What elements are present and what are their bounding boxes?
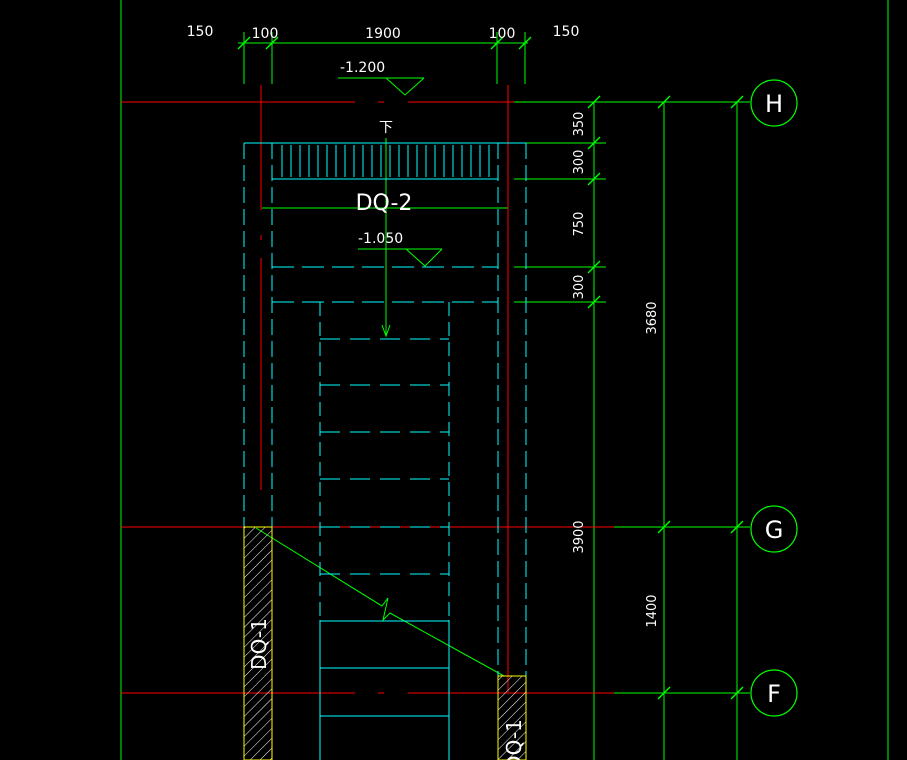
dim-100-left: 100 bbox=[252, 26, 279, 42]
hatched-wall-left bbox=[243, 526, 273, 760]
elevation-top-label: -1.200 bbox=[340, 60, 385, 76]
dim-300-top: 300 bbox=[572, 150, 587, 175]
axis-bubble-g bbox=[750, 505, 798, 553]
dim-150-left: 150 bbox=[187, 24, 214, 40]
dim-3680: 3680 bbox=[645, 301, 660, 334]
axis-label-f: F bbox=[767, 680, 781, 708]
dim-1400: 1400 bbox=[645, 594, 660, 627]
elevation-landing-symbol bbox=[405, 248, 443, 267]
dim-1900: 1900 bbox=[365, 26, 401, 42]
elevation-top-symbol bbox=[385, 77, 425, 96]
landing-hatch bbox=[281, 145, 490, 177]
dq1-right-label: DQ-1 bbox=[502, 719, 526, 760]
dim-750: 750 bbox=[572, 212, 587, 237]
green-linework bbox=[120, 0, 889, 760]
axis-label-g: G bbox=[765, 516, 784, 544]
axis-bubble-f bbox=[750, 669, 798, 717]
stair-break-line bbox=[255, 527, 505, 677]
dim-3900: 3900 bbox=[572, 520, 587, 553]
dim-150-right: 150 bbox=[553, 24, 580, 40]
axis-bubbles bbox=[750, 79, 798, 717]
walk-direction-arrowhead bbox=[381, 324, 391, 338]
axis-label-h: H bbox=[765, 90, 783, 118]
dq1-left-label: DQ-1 bbox=[247, 618, 271, 670]
axis-bubble-h bbox=[750, 79, 798, 127]
down-direction-label: 下 bbox=[379, 120, 393, 136]
dq2-label: DQ-2 bbox=[356, 191, 413, 216]
dim-300-bottom: 300 bbox=[572, 275, 587, 300]
red-axis-lines bbox=[121, 85, 614, 694]
elevation-landing-label: -1.050 bbox=[358, 231, 403, 247]
hatched-wall-right bbox=[497, 675, 527, 760]
dim-100-right: 100 bbox=[489, 26, 516, 42]
dim-350: 350 bbox=[572, 112, 587, 137]
